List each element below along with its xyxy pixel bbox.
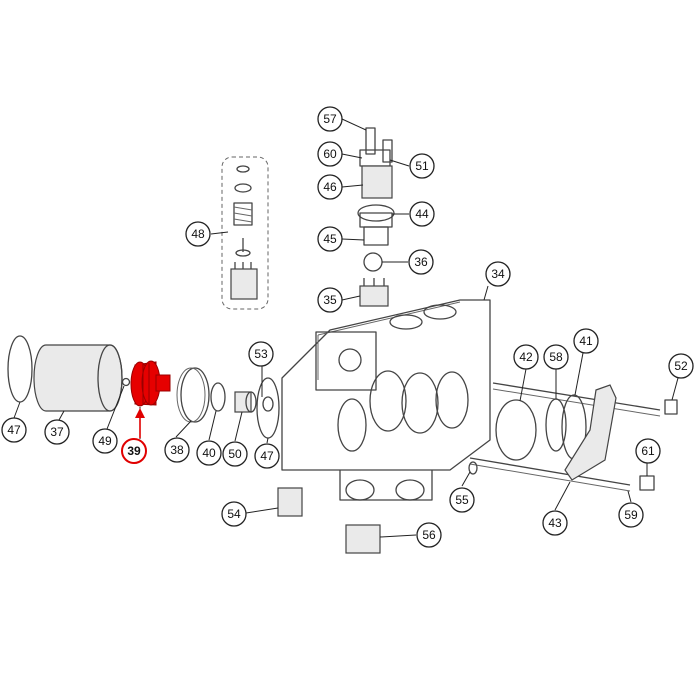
washer-40-drawing (210, 382, 226, 412)
svg-text:43: 43 (548, 516, 562, 530)
o-ring-49-drawing (121, 377, 131, 387)
callout-39-highlighted[interactable]: 39 (121, 438, 147, 464)
highlighted-part-39[interactable] (130, 360, 171, 407)
retainer-38-drawing (176, 367, 210, 423)
nut-61-drawing (639, 475, 655, 491)
callout-54: 54 (221, 501, 247, 527)
svg-text:50: 50 (228, 447, 242, 461)
washer-55-drawing (468, 461, 478, 475)
callout-43: 43 (542, 510, 568, 536)
svg-text:47: 47 (260, 449, 274, 463)
callout-50: 50 (222, 441, 248, 467)
svg-text:46: 46 (323, 180, 337, 194)
svg-text:37: 37 (50, 425, 64, 439)
callout-38: 38 (164, 437, 190, 463)
svg-text:53: 53 (254, 347, 268, 361)
callout-57: 57 (317, 106, 343, 132)
callout-61: 61 (635, 438, 661, 464)
callout-42: 42 (513, 344, 539, 370)
svg-text:49: 49 (98, 434, 112, 448)
callout-44: 44 (409, 201, 435, 227)
callout-52: 52 (668, 353, 694, 379)
svg-text:54: 54 (227, 507, 241, 521)
cylinder-sleeve-37-drawing (33, 344, 123, 412)
highlight-arrow (135, 408, 145, 438)
svg-text:52: 52 (674, 359, 688, 373)
svg-text:55: 55 (455, 493, 469, 507)
leader-lines (13, 118, 679, 538)
svg-text:35: 35 (323, 293, 337, 307)
svg-text:58: 58 (549, 350, 563, 364)
callout-34: 34 (485, 261, 511, 287)
callout-35: 35 (317, 287, 343, 313)
svg-text:51: 51 (415, 159, 429, 173)
svg-text:41: 41 (579, 334, 593, 348)
svg-text:39: 39 (127, 444, 141, 458)
svg-text:56: 56 (422, 528, 436, 542)
end-plate-43-drawing (564, 384, 617, 481)
svg-text:61: 61 (641, 444, 655, 458)
callout-41: 41 (573, 328, 599, 354)
nut-52-drawing (664, 399, 678, 415)
callout-45: 45 (317, 226, 343, 252)
plug-54-drawing (277, 487, 303, 517)
svg-text:48: 48 (191, 227, 205, 241)
callout-59: 59 (618, 502, 644, 528)
callout-51: 51 (409, 153, 435, 179)
callout-56: 56 (416, 522, 442, 548)
discharge-valve-assembly-drawing (357, 127, 395, 307)
callout-36: 36 (408, 249, 434, 275)
callout-48: 48 (185, 221, 211, 247)
svg-text:38: 38 (170, 443, 184, 457)
seal-ring-47-left-drawing (7, 335, 33, 403)
callout-37: 37 (44, 419, 70, 445)
callout-47-right: 47 (254, 443, 280, 469)
svg-text:57: 57 (323, 112, 337, 126)
svg-text:36: 36 (414, 255, 428, 269)
callout-60: 60 (317, 141, 343, 167)
callout-40: 40 (196, 440, 222, 466)
callout-47-left: 47 (1, 417, 27, 443)
callout-46: 46 (317, 174, 343, 200)
svg-text:47: 47 (7, 423, 21, 437)
svg-text:42: 42 (519, 350, 533, 364)
tie-rods-drawing (469, 382, 661, 492)
callout-53: 53 (248, 341, 274, 367)
pump-manifold-34-drawing (281, 299, 491, 501)
seal-ring-47-right-drawing (256, 377, 280, 439)
svg-text:45: 45 (323, 232, 337, 246)
svg-text:44: 44 (415, 207, 429, 221)
valve-kit-48-drawing (221, 156, 269, 310)
callout-55: 55 (449, 487, 475, 513)
callout-49: 49 (92, 428, 118, 454)
plug-56-drawing (345, 524, 381, 554)
callout-58: 58 (543, 344, 569, 370)
o-ring-42-drawing (495, 399, 537, 461)
svg-text:60: 60 (323, 147, 337, 161)
svg-text:40: 40 (202, 446, 216, 460)
seal-50-drawing (234, 391, 257, 413)
svg-text:59: 59 (624, 508, 638, 522)
svg-text:34: 34 (491, 267, 505, 281)
fitting-53-drawing (262, 396, 274, 412)
